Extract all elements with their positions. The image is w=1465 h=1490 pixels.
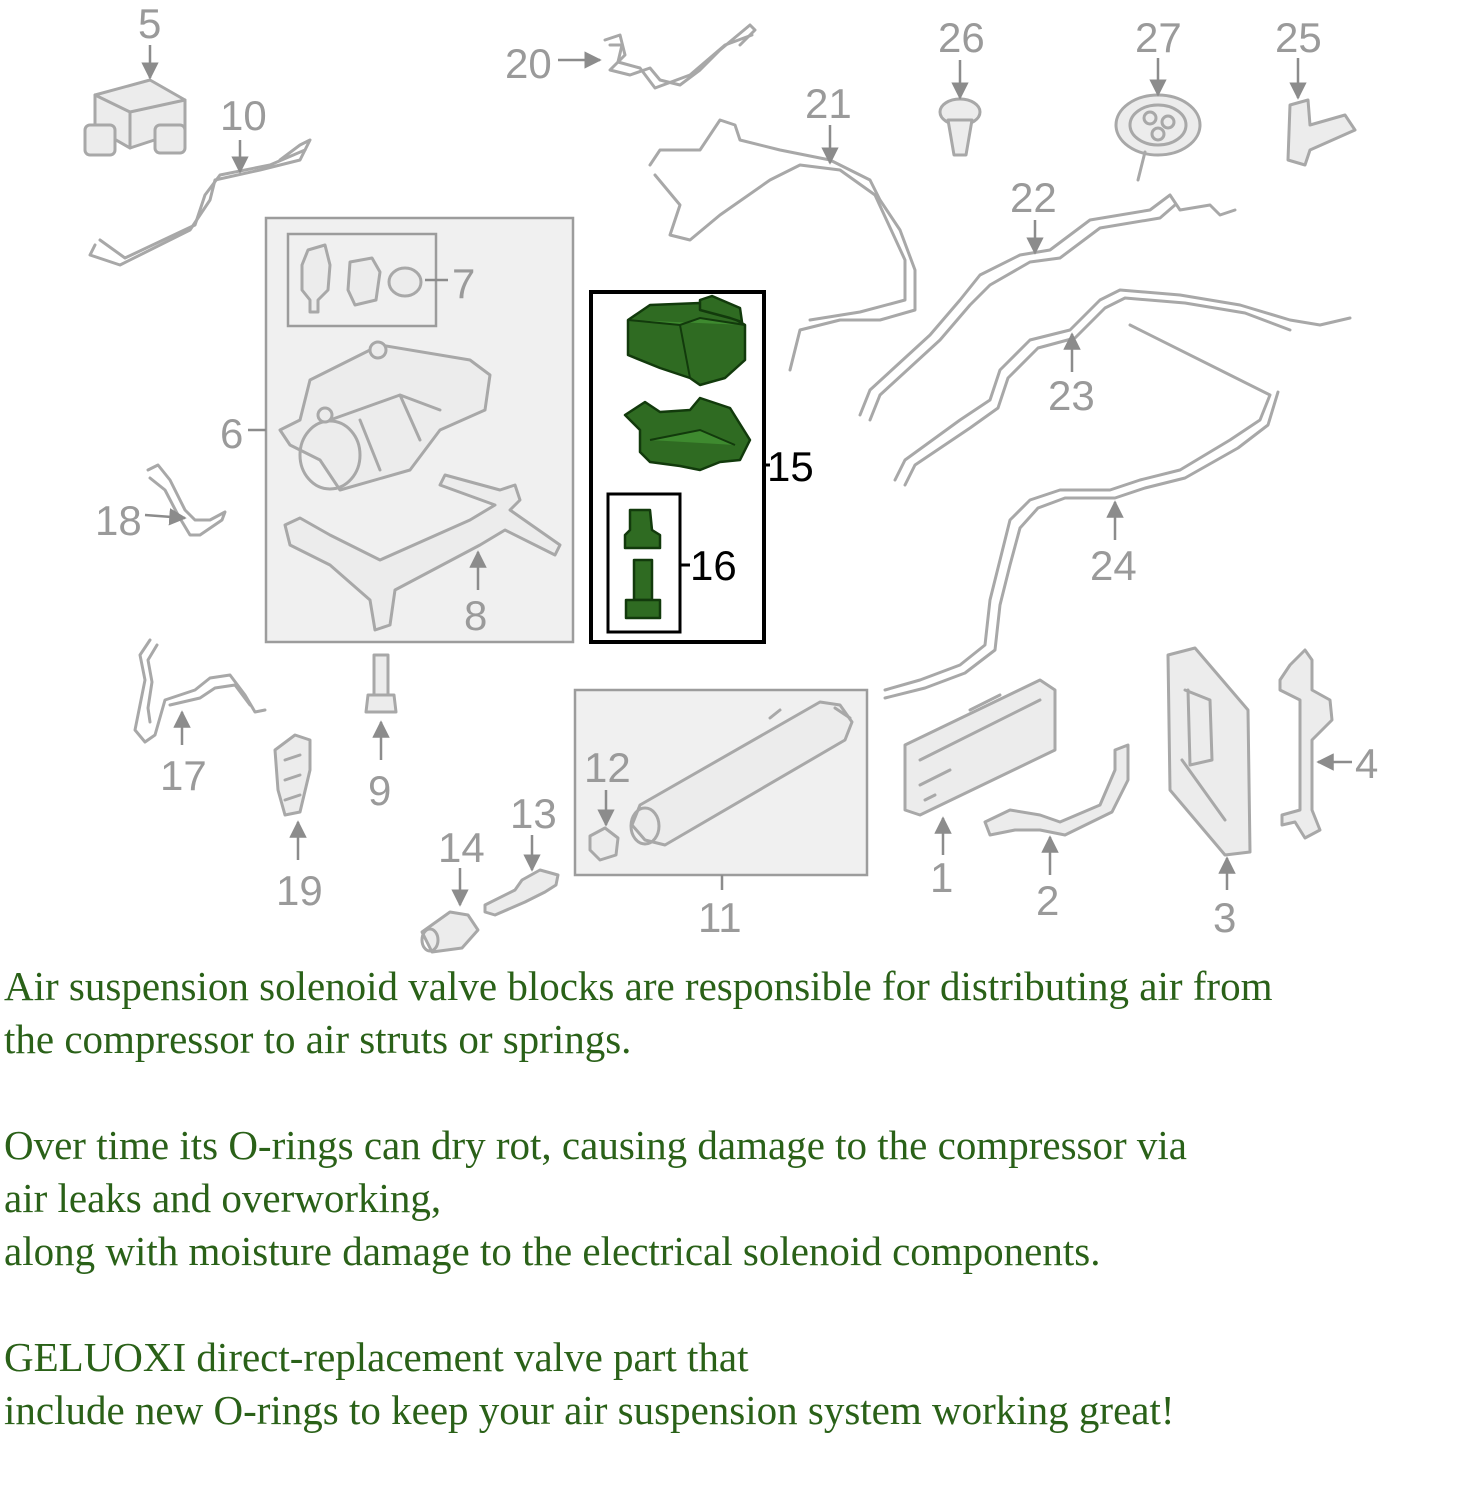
callout-label: 22 xyxy=(1010,174,1057,221)
part-14-fitting: 14 xyxy=(420,824,485,954)
description-paragraph-3: GELUOXI direct-replacement valve part th… xyxy=(4,1331,1464,1437)
part-25-connector: 25 xyxy=(1275,14,1357,167)
callout-label: 25 xyxy=(1275,14,1322,61)
part-24-line: 24 xyxy=(883,323,1280,700)
callout-label: 27 xyxy=(1135,14,1182,61)
callout-label: 4 xyxy=(1355,740,1378,787)
part-9-bolt: 9 xyxy=(364,653,398,814)
callout-label: 9 xyxy=(368,767,391,814)
callout-label: 2 xyxy=(1036,877,1059,924)
part-2-bracket: 2 xyxy=(983,743,1130,924)
part-21-line: 21 xyxy=(648,80,917,372)
callout-label: 16 xyxy=(690,542,737,589)
box-11-air-dryer: 12 11 xyxy=(573,688,869,941)
callout-label: 5 xyxy=(138,0,161,47)
callout-label: 10 xyxy=(220,92,267,139)
callout-label: 17 xyxy=(160,752,207,799)
callout-label: 19 xyxy=(276,867,323,914)
callout-label: 15 xyxy=(767,443,814,490)
part-10-line: 10 xyxy=(88,92,312,267)
description-line: include new O-rings to keep your air sus… xyxy=(4,1387,1175,1433)
part-23-line: 23 xyxy=(893,288,1352,487)
callout-label: 21 xyxy=(805,80,852,127)
part-17-harness: 17 xyxy=(133,638,267,799)
description-paragraph-1: Air suspension solenoid valve blocks are… xyxy=(4,960,1464,1066)
callout-label: 6 xyxy=(220,410,243,457)
description-line: air leaks and overworking, xyxy=(4,1175,442,1221)
callout-label: 3 xyxy=(1213,894,1236,941)
product-description: Air suspension solenoid valve blocks are… xyxy=(4,960,1464,1490)
description-line: along with moisture damage to the electr… xyxy=(4,1228,1101,1274)
part-5-sensor: 5 xyxy=(83,0,187,157)
description-line: Air suspension solenoid valve blocks are… xyxy=(4,963,1273,1009)
part-3-module: 3 xyxy=(1166,646,1252,941)
part-20-line: 20 xyxy=(505,23,757,90)
callout-label: 26 xyxy=(938,14,985,61)
part-22-line: 22 xyxy=(858,174,1237,422)
part-1-module: 1 xyxy=(903,678,1057,901)
callout-label: 20 xyxy=(505,40,552,87)
part-19-clip: 19 xyxy=(273,733,323,914)
part-13-fitting: 13 xyxy=(483,790,560,917)
description-line: the compressor to air struts or springs. xyxy=(4,1016,632,1062)
description-line: Over time its O-rings can dry rot, causi… xyxy=(4,1122,1187,1168)
callout-label: 11 xyxy=(698,894,742,941)
callout-label: 1 xyxy=(930,854,953,901)
callout-label: 24 xyxy=(1090,542,1137,589)
callout-label: 12 xyxy=(584,744,631,791)
callout-label: 14 xyxy=(438,824,485,871)
parts-diagram: 5 10 20 21 26 27 xyxy=(83,0,1378,954)
part-4-bracket: 4 xyxy=(1278,648,1378,840)
box-6-compressor-assembly: 7 8 6 xyxy=(220,216,575,644)
part-18-hose: 18 xyxy=(95,463,227,544)
description-line: GELUOXI direct-replacement valve part th… xyxy=(4,1334,749,1380)
part-26-clip: 26 xyxy=(938,14,985,157)
callout-label: 18 xyxy=(95,497,142,544)
callout-label: 7 xyxy=(452,260,475,307)
part-27-grommet: 27 xyxy=(1114,14,1202,182)
description-paragraph-2: Over time its O-rings can dry rot, causi… xyxy=(4,1119,1464,1278)
callout-label: 8 xyxy=(464,592,487,639)
box-15-solenoid-valve-block: 15 16 xyxy=(589,290,814,644)
callout-label: 13 xyxy=(510,790,557,837)
callout-label: 23 xyxy=(1048,372,1095,419)
